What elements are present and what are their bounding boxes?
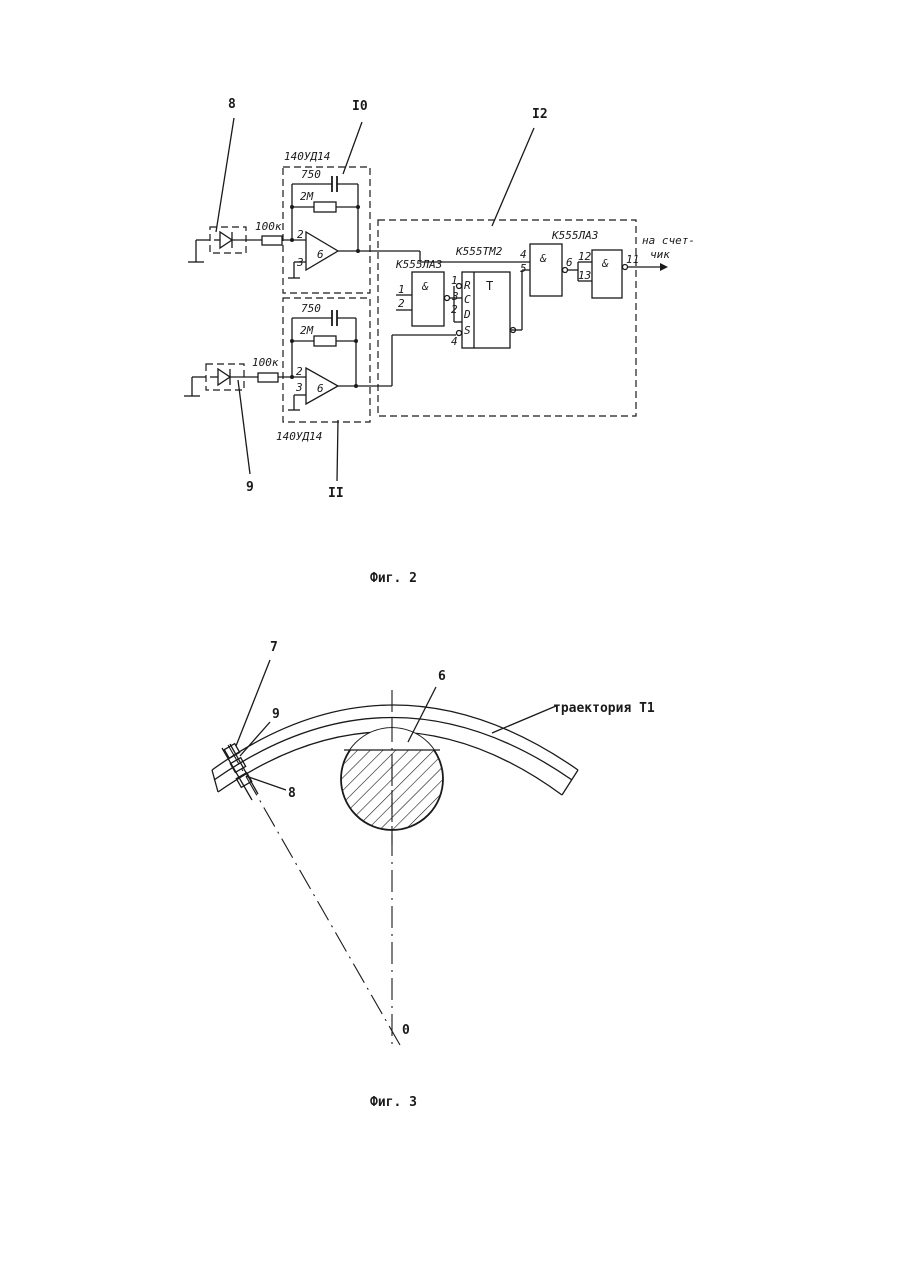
chip-label-top: 140УД14: [284, 150, 330, 163]
trajectory-label: траектория T1: [553, 701, 655, 716]
feedback-resistor-top: [314, 202, 336, 212]
input-resistor-label-top: 100к: [255, 220, 282, 233]
figure-3-trajectory: 7 9 8 6 траектория T1 0 Фиг. 3: [212, 640, 655, 1110]
trajectory-leader: [492, 706, 556, 733]
leader-11: [337, 420, 338, 481]
feedback-resistor-bottom: [314, 336, 336, 346]
center-label-0: 0: [402, 1023, 410, 1038]
pin-in-neg-bottom: 2: [296, 365, 303, 378]
nand-symbol-middle: &: [539, 252, 547, 265]
chip-label-bottom: 140УД14: [276, 430, 322, 443]
pin-in-pos-bottom: 3: [295, 381, 303, 394]
ref-7: 7: [270, 640, 278, 655]
figure-3-caption: Фиг. 3: [370, 1095, 417, 1110]
pin-out-bottom: 6: [317, 382, 324, 395]
gate2-pin5: 5: [520, 262, 527, 275]
nand-symbol-right: &: [601, 257, 609, 270]
output-label-line2: чик: [650, 248, 670, 261]
gate3-pin13: 13: [578, 269, 591, 282]
output-label-line1: на счет-: [642, 234, 695, 247]
photodiode-icon-top: [220, 232, 232, 248]
ref-8-fig3: 8: [288, 786, 296, 801]
gate2-pin6: 6: [566, 256, 573, 269]
feedback-resistor-label-bottom: 2М: [300, 324, 314, 337]
input-resistor-top: [262, 236, 282, 245]
gate3-pin11: 11: [626, 253, 639, 266]
leader-9: [238, 380, 250, 474]
nand-left-pin1: 1: [398, 283, 405, 296]
amplifier-box-bottom: [283, 298, 370, 422]
photodiode-icon-bottom: [218, 369, 230, 385]
trigger-input-s: S: [464, 324, 471, 337]
ref-9: 9: [246, 480, 254, 495]
gate2-pin4: 4: [520, 248, 527, 261]
ref-12: I2: [532, 107, 548, 122]
chip-label-nand-right: К555ЛА3: [551, 229, 598, 242]
capacitor-label-top: 750: [301, 168, 321, 181]
input-resistor-label-bottom: 100к: [252, 356, 279, 369]
figure-2-circuit: 8 I0 I2 9 II 140УД14 140УД14 100к 2 3 6: [184, 97, 695, 586]
nand-symbol-left: &: [421, 280, 429, 293]
trigger-symbol: T: [486, 279, 493, 293]
trigger-pin-s: 4: [451, 335, 458, 348]
figure-2-caption: Фиг. 2: [370, 571, 417, 586]
nand-left-pin3: 3: [451, 290, 459, 303]
pin-out-top: 6: [317, 248, 324, 261]
feedback-resistor-label-top: 2М: [300, 190, 314, 203]
nand-left-pin2: 2: [398, 297, 405, 310]
ref-11: II: [328, 486, 344, 501]
leader-12: [492, 128, 534, 226]
ref-9-fig3: 9: [272, 707, 280, 722]
capacitor-label-bottom: 750: [301, 302, 321, 315]
trigger-input-d: D: [463, 308, 471, 321]
chip-label-trigger: К555ТМ2: [455, 245, 503, 258]
ref-10: I0: [352, 99, 368, 114]
chip-label-nand-left: К555ЛА3: [395, 258, 442, 271]
gate3-pin12: 12: [578, 250, 592, 263]
pin-in-neg-top: 2: [297, 228, 304, 241]
leader-10: [343, 122, 362, 174]
trigger-input-c: C: [464, 293, 471, 306]
input-resistor-bottom: [258, 373, 278, 382]
leader-8: [216, 118, 234, 232]
ref-8: 8: [228, 97, 236, 112]
trigger-input-r: R: [464, 279, 471, 292]
ref-6: 6: [438, 669, 446, 684]
sensor-assembly: [222, 744, 258, 800]
